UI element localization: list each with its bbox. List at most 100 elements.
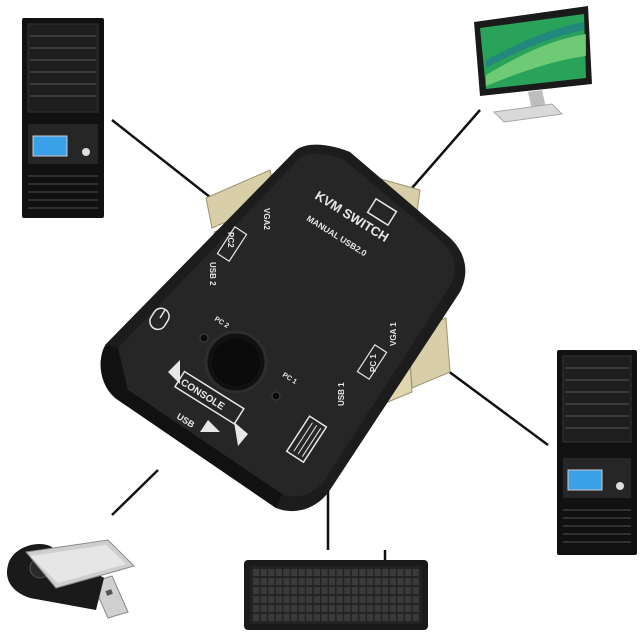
keyboard-key xyxy=(306,605,313,613)
keyboard-key xyxy=(382,614,389,622)
keyboard-key xyxy=(405,578,412,586)
keyboard-key xyxy=(298,569,305,577)
keyboard-key xyxy=(351,569,358,577)
keyboard-key xyxy=(359,587,366,595)
keyboard-key xyxy=(291,596,298,604)
keyboard-key xyxy=(329,596,336,604)
keyboard-key xyxy=(283,569,290,577)
keyboard-key xyxy=(397,587,404,595)
keyboard-key xyxy=(298,596,305,604)
keyboard-key xyxy=(374,614,381,622)
keyboard-key xyxy=(260,587,267,595)
keyboard-key xyxy=(313,605,320,613)
keyboard-key xyxy=(298,605,305,613)
keyboard-key xyxy=(397,614,404,622)
keyboard-key xyxy=(329,569,336,577)
keyboard-key xyxy=(275,614,282,622)
keyboard-key xyxy=(412,578,419,586)
keyboard-key xyxy=(298,578,305,586)
keyboard-key xyxy=(336,578,343,586)
keyboard-key xyxy=(291,578,298,586)
keyboard-key xyxy=(253,614,260,622)
vga2-label: VGA2 xyxy=(262,208,271,230)
keyboard-key xyxy=(344,578,351,586)
keyboard-key xyxy=(268,578,275,586)
keyboard-key xyxy=(268,587,275,595)
keyboard-key xyxy=(397,569,404,577)
tower-pc-left xyxy=(22,18,104,218)
keyboard-key xyxy=(283,578,290,586)
keyboard-key xyxy=(344,569,351,577)
keyboard-key xyxy=(260,596,267,604)
keyboard-key xyxy=(268,596,275,604)
keyboard-key xyxy=(306,596,313,604)
keyboard-key xyxy=(359,578,366,586)
kvm-switch: KVM SWITCH MANUAL USB2.0 VGA2 PC2 USB 2 … xyxy=(100,144,466,512)
keyboard-key xyxy=(374,596,381,604)
usb1-label: USB 1 xyxy=(337,382,346,406)
keyboard-key xyxy=(268,605,275,613)
keyboard-key xyxy=(336,596,343,604)
keyboard-key xyxy=(367,596,374,604)
keyboard-key xyxy=(389,596,396,604)
keyboard-key xyxy=(275,605,282,613)
keyboard-key xyxy=(321,596,328,604)
keyboard-key xyxy=(351,596,358,604)
keyboard-key xyxy=(313,587,320,595)
keyboard-key xyxy=(260,605,267,613)
keyboard-key xyxy=(412,569,419,577)
keyboard-key xyxy=(389,578,396,586)
mini-keyboard-icon xyxy=(285,415,328,464)
pc1-box-label: PC 1 xyxy=(369,354,378,372)
keyboard-key xyxy=(291,587,298,595)
keyboard-key xyxy=(336,614,343,622)
keyboard-key xyxy=(344,614,351,622)
keyboard-key xyxy=(382,587,389,595)
mini-monitor-icon xyxy=(366,197,398,227)
keyboard-key xyxy=(306,614,313,622)
keyboard-key xyxy=(291,569,298,577)
keyboard-key xyxy=(306,578,313,586)
keyboard-icon xyxy=(244,560,428,630)
keyboard-key xyxy=(344,587,351,595)
keyboard-key xyxy=(412,605,419,613)
keyboard-key xyxy=(382,596,389,604)
keyboard-key xyxy=(268,614,275,622)
keyboard-key xyxy=(283,614,290,622)
keyboard-key xyxy=(382,605,389,613)
keyboard-key xyxy=(283,596,290,604)
keyboard-key xyxy=(283,587,290,595)
keyboard-key xyxy=(253,569,260,577)
keyboard-key xyxy=(253,605,260,613)
keyboard-key xyxy=(298,587,305,595)
keyboard-key xyxy=(351,605,358,613)
pc2-box-label: PC2 xyxy=(226,232,235,248)
keyboard-key xyxy=(351,578,358,586)
keyboard-key xyxy=(367,605,374,613)
keyboard-key xyxy=(275,587,282,595)
keyboard-key xyxy=(412,596,419,604)
keyboard-key xyxy=(351,614,358,622)
keyboard-key xyxy=(367,614,374,622)
keyboard-key xyxy=(359,605,366,613)
keyboard-key xyxy=(382,578,389,586)
keyboard-key xyxy=(321,605,328,613)
keyboard-key xyxy=(260,614,267,622)
keyboard-key xyxy=(321,587,328,595)
keyboard-key xyxy=(374,569,381,577)
keyboard-key xyxy=(253,578,260,586)
keyboard-key xyxy=(306,569,313,577)
keyboard-key xyxy=(351,587,358,595)
keyboard-key xyxy=(359,596,366,604)
keyboard-key xyxy=(336,569,343,577)
monitor-icon xyxy=(474,6,592,123)
keyboard-key xyxy=(374,578,381,586)
keyboard-key xyxy=(389,587,396,595)
keyboard-key xyxy=(275,578,282,586)
keyboard-key xyxy=(344,596,351,604)
keyboard-key xyxy=(405,569,412,577)
keyboard-key xyxy=(405,614,412,622)
keyboard-key xyxy=(260,569,267,577)
usb-flash-drive-icon xyxy=(6,539,135,619)
